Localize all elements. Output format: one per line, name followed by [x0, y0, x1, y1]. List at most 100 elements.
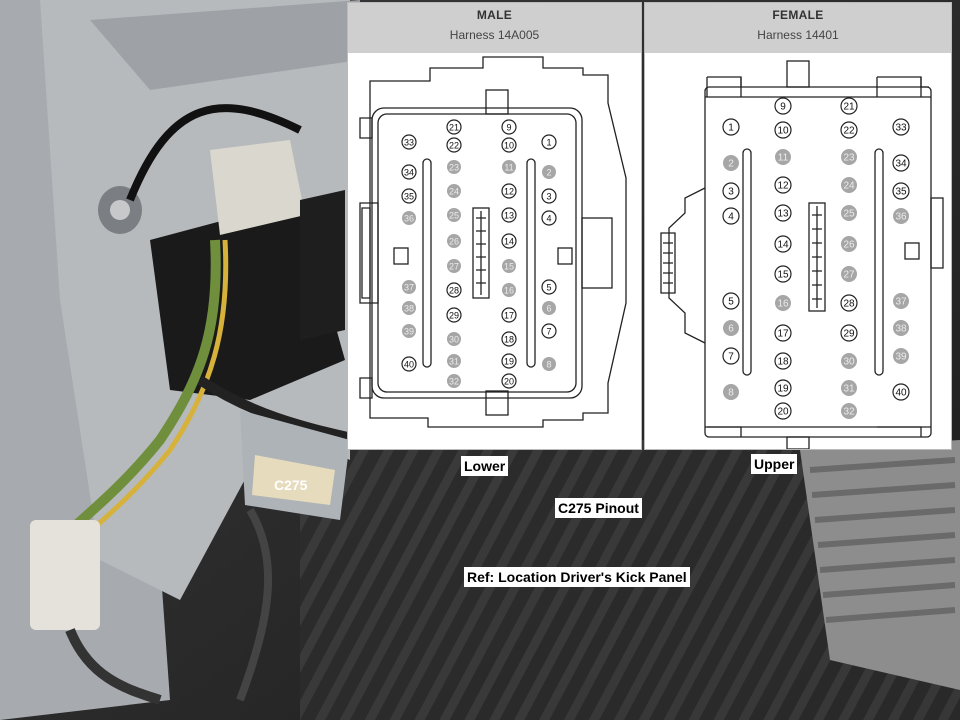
male-pin-21: 21	[446, 119, 462, 135]
male-pin-number: 17	[504, 311, 514, 321]
male-pin-number: 11	[504, 163, 513, 173]
female-pin-circle	[774, 352, 792, 370]
female-pin-10: 10	[774, 121, 792, 139]
female-pin-circle	[774, 204, 792, 222]
lower-label: Lower	[461, 456, 509, 476]
female-pin-number: 34	[895, 159, 907, 170]
female-pin-number: 18	[777, 357, 789, 368]
female-pin-circle	[723, 155, 739, 171]
male-pin-circle	[501, 233, 517, 249]
male-pin-number: 24	[449, 187, 459, 197]
male-pin-number: 40	[404, 360, 414, 370]
female-pin-circle	[893, 293, 909, 309]
female-pin-circle	[774, 121, 792, 139]
male-pin-circle	[401, 188, 417, 204]
female-pin-circle	[841, 236, 857, 252]
male-pin-18: 18	[501, 331, 517, 347]
male-pin-circle	[541, 323, 557, 339]
male-title: MALE	[476, 8, 513, 22]
female-pin-number: 2	[728, 159, 734, 170]
female-pin-34: 34	[892, 154, 910, 172]
male-pin-30: 30	[447, 332, 461, 346]
female-pin-15: 15	[774, 265, 792, 283]
female-pin-29: 29	[840, 324, 858, 342]
female-pin-number: 29	[843, 329, 855, 340]
male-pin-number: 12	[504, 187, 514, 197]
female-pin-25: 25	[841, 205, 857, 221]
female-pin-number: 16	[777, 299, 789, 310]
male-pin-number: 27	[449, 262, 459, 272]
male-pin-circle	[447, 259, 461, 273]
male-pin-number: 39	[404, 327, 414, 337]
male-pin-circle	[501, 137, 517, 153]
female-pin-circle	[841, 177, 857, 193]
female-pin-23: 23	[841, 149, 857, 165]
male-pin-circle	[401, 134, 417, 150]
female-pin-24: 24	[841, 177, 857, 193]
female-pin-circle	[722, 347, 740, 365]
female-pin-number: 23	[843, 153, 855, 164]
male-pin-14: 14	[501, 233, 517, 249]
female-pin-31: 31	[841, 380, 857, 396]
male-pin-number: 8	[546, 360, 551, 370]
female-pin-number: 37	[895, 297, 907, 308]
male-pin-circle	[541, 188, 557, 204]
female-pin-20: 20	[774, 402, 792, 420]
female-pin-circle	[840, 294, 858, 312]
female-pin-number: 14	[777, 240, 789, 251]
female-pin-number: 1	[728, 123, 734, 134]
female-pin-circle	[774, 324, 792, 342]
female-pin-circle	[840, 121, 858, 139]
female-pin-number: 31	[843, 384, 855, 395]
male-pin-22: 22	[446, 137, 462, 153]
female-pin-number: 17	[777, 329, 789, 340]
male-pin-number: 38	[404, 304, 414, 314]
male-pin-circle	[502, 283, 516, 297]
female-pin-number: 6	[728, 324, 734, 335]
female-pin-28: 28	[840, 294, 858, 312]
female-pin-number: 32	[843, 407, 855, 418]
female-pin-26: 26	[841, 236, 857, 252]
female-pin-36: 36	[893, 208, 909, 224]
female-pin-circle	[774, 235, 792, 253]
female-pin-number: 10	[777, 126, 789, 137]
female-pin-circle	[722, 207, 740, 225]
male-pin-31: 31	[447, 354, 461, 368]
male-pin-4: 4	[541, 210, 557, 226]
female-pin-number: 20	[777, 407, 789, 418]
male-pin-32: 32	[447, 374, 461, 388]
female-pin-number: 9	[780, 102, 786, 113]
male-pin-circle	[447, 184, 461, 198]
male-pin-37: 37	[402, 280, 416, 294]
male-pin-number: 15	[504, 262, 514, 272]
male-pin-circle	[401, 164, 417, 180]
female-harness-label: Harness 14401	[757, 28, 839, 42]
male-pin-15: 15	[502, 259, 516, 273]
female-pin-number: 15	[777, 270, 789, 281]
male-pin-circle	[502, 160, 516, 174]
male-pin-23: 23	[447, 160, 461, 174]
female-pin-33: 33	[892, 118, 910, 136]
female-pin-number: 24	[843, 181, 855, 192]
male-pin-circle	[541, 279, 557, 295]
male-pin-number: 20	[504, 377, 514, 387]
male-pin-29: 29	[446, 307, 462, 323]
female-pin-circle	[893, 320, 909, 336]
male-pin-number: 37	[404, 283, 414, 293]
male-pin-39: 39	[402, 324, 416, 338]
female-pin-number: 7	[728, 352, 734, 363]
male-pin-number: 21	[449, 123, 459, 133]
male-pin-circle	[446, 119, 462, 135]
female-pin-circle	[840, 324, 858, 342]
male-pin-circle	[446, 282, 462, 298]
female-pin-number: 13	[777, 209, 789, 220]
male-pin-circle	[501, 207, 517, 223]
female-pin-27: 27	[841, 266, 857, 282]
male-pin-number: 23	[449, 163, 459, 173]
female-pin-13: 13	[774, 204, 792, 222]
male-pin-33: 33	[401, 134, 417, 150]
female-pin-circle	[841, 353, 857, 369]
female-pin-circle	[774, 176, 792, 194]
